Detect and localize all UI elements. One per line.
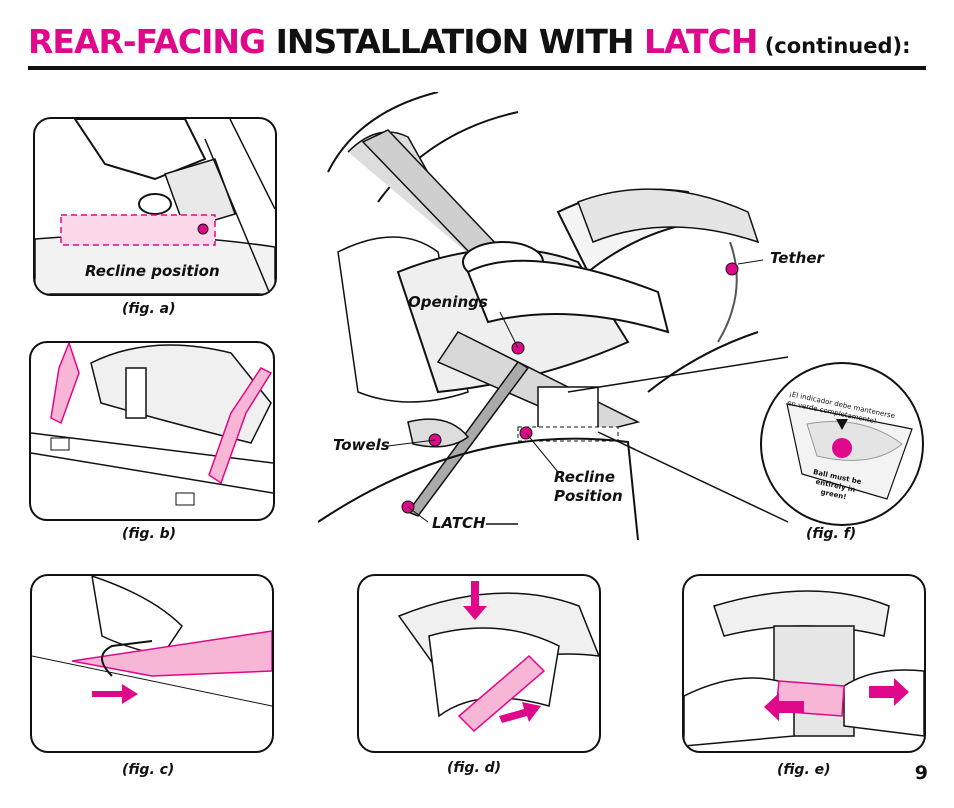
- title-rule: [28, 66, 926, 70]
- figure-d-panel: [357, 574, 601, 753]
- tether-label: Tether: [770, 249, 824, 267]
- towels-label: Towels: [333, 436, 390, 454]
- figure-c-caption: (fig. c): [122, 762, 175, 778]
- title-latch: LATCH: [644, 22, 758, 61]
- page-title: REAR-FACING INSTALLATION WITH LATCH (con…: [28, 22, 911, 61]
- figure-a-panel: Recline position: [33, 117, 277, 296]
- figure-c-illustration: [32, 576, 272, 707]
- recline-position-main-label: Recline Position: [554, 468, 623, 505]
- figure-e-caption: (fig. e): [777, 762, 831, 778]
- title-continued: (continued):: [757, 34, 911, 58]
- figure-d-caption: (fig. d): [447, 760, 502, 776]
- figure-a-illustration: [35, 119, 275, 294]
- title-installation-with: INSTALLATION WITH: [265, 22, 645, 61]
- figure-d-illustration: [397, 581, 599, 733]
- indicator-graphic: [786, 403, 913, 500]
- figure-a-caption: (fig. a): [122, 301, 176, 317]
- recline-indicator-closeup: ¡El indicador debe mantenerse en verde c…: [760, 362, 924, 526]
- figure-c-panel: [30, 574, 274, 753]
- openings-label: Openings: [408, 293, 488, 311]
- figure-f-caption: (fig. f): [806, 526, 857, 542]
- figure-b-illustration: [31, 343, 273, 506]
- page-number: 9: [914, 762, 928, 784]
- figure-b-panel: [29, 341, 275, 521]
- figure-b-caption: (fig. b): [122, 526, 177, 542]
- figure-e-illustration: [684, 590, 924, 747]
- figure-e-panel: [682, 574, 926, 753]
- recline-position-label: Recline position: [85, 262, 220, 280]
- title-rear-facing: REAR-FACING: [28, 22, 266, 61]
- main-installation-illustration: [318, 92, 789, 540]
- latch-label: LATCH: [432, 514, 486, 532]
